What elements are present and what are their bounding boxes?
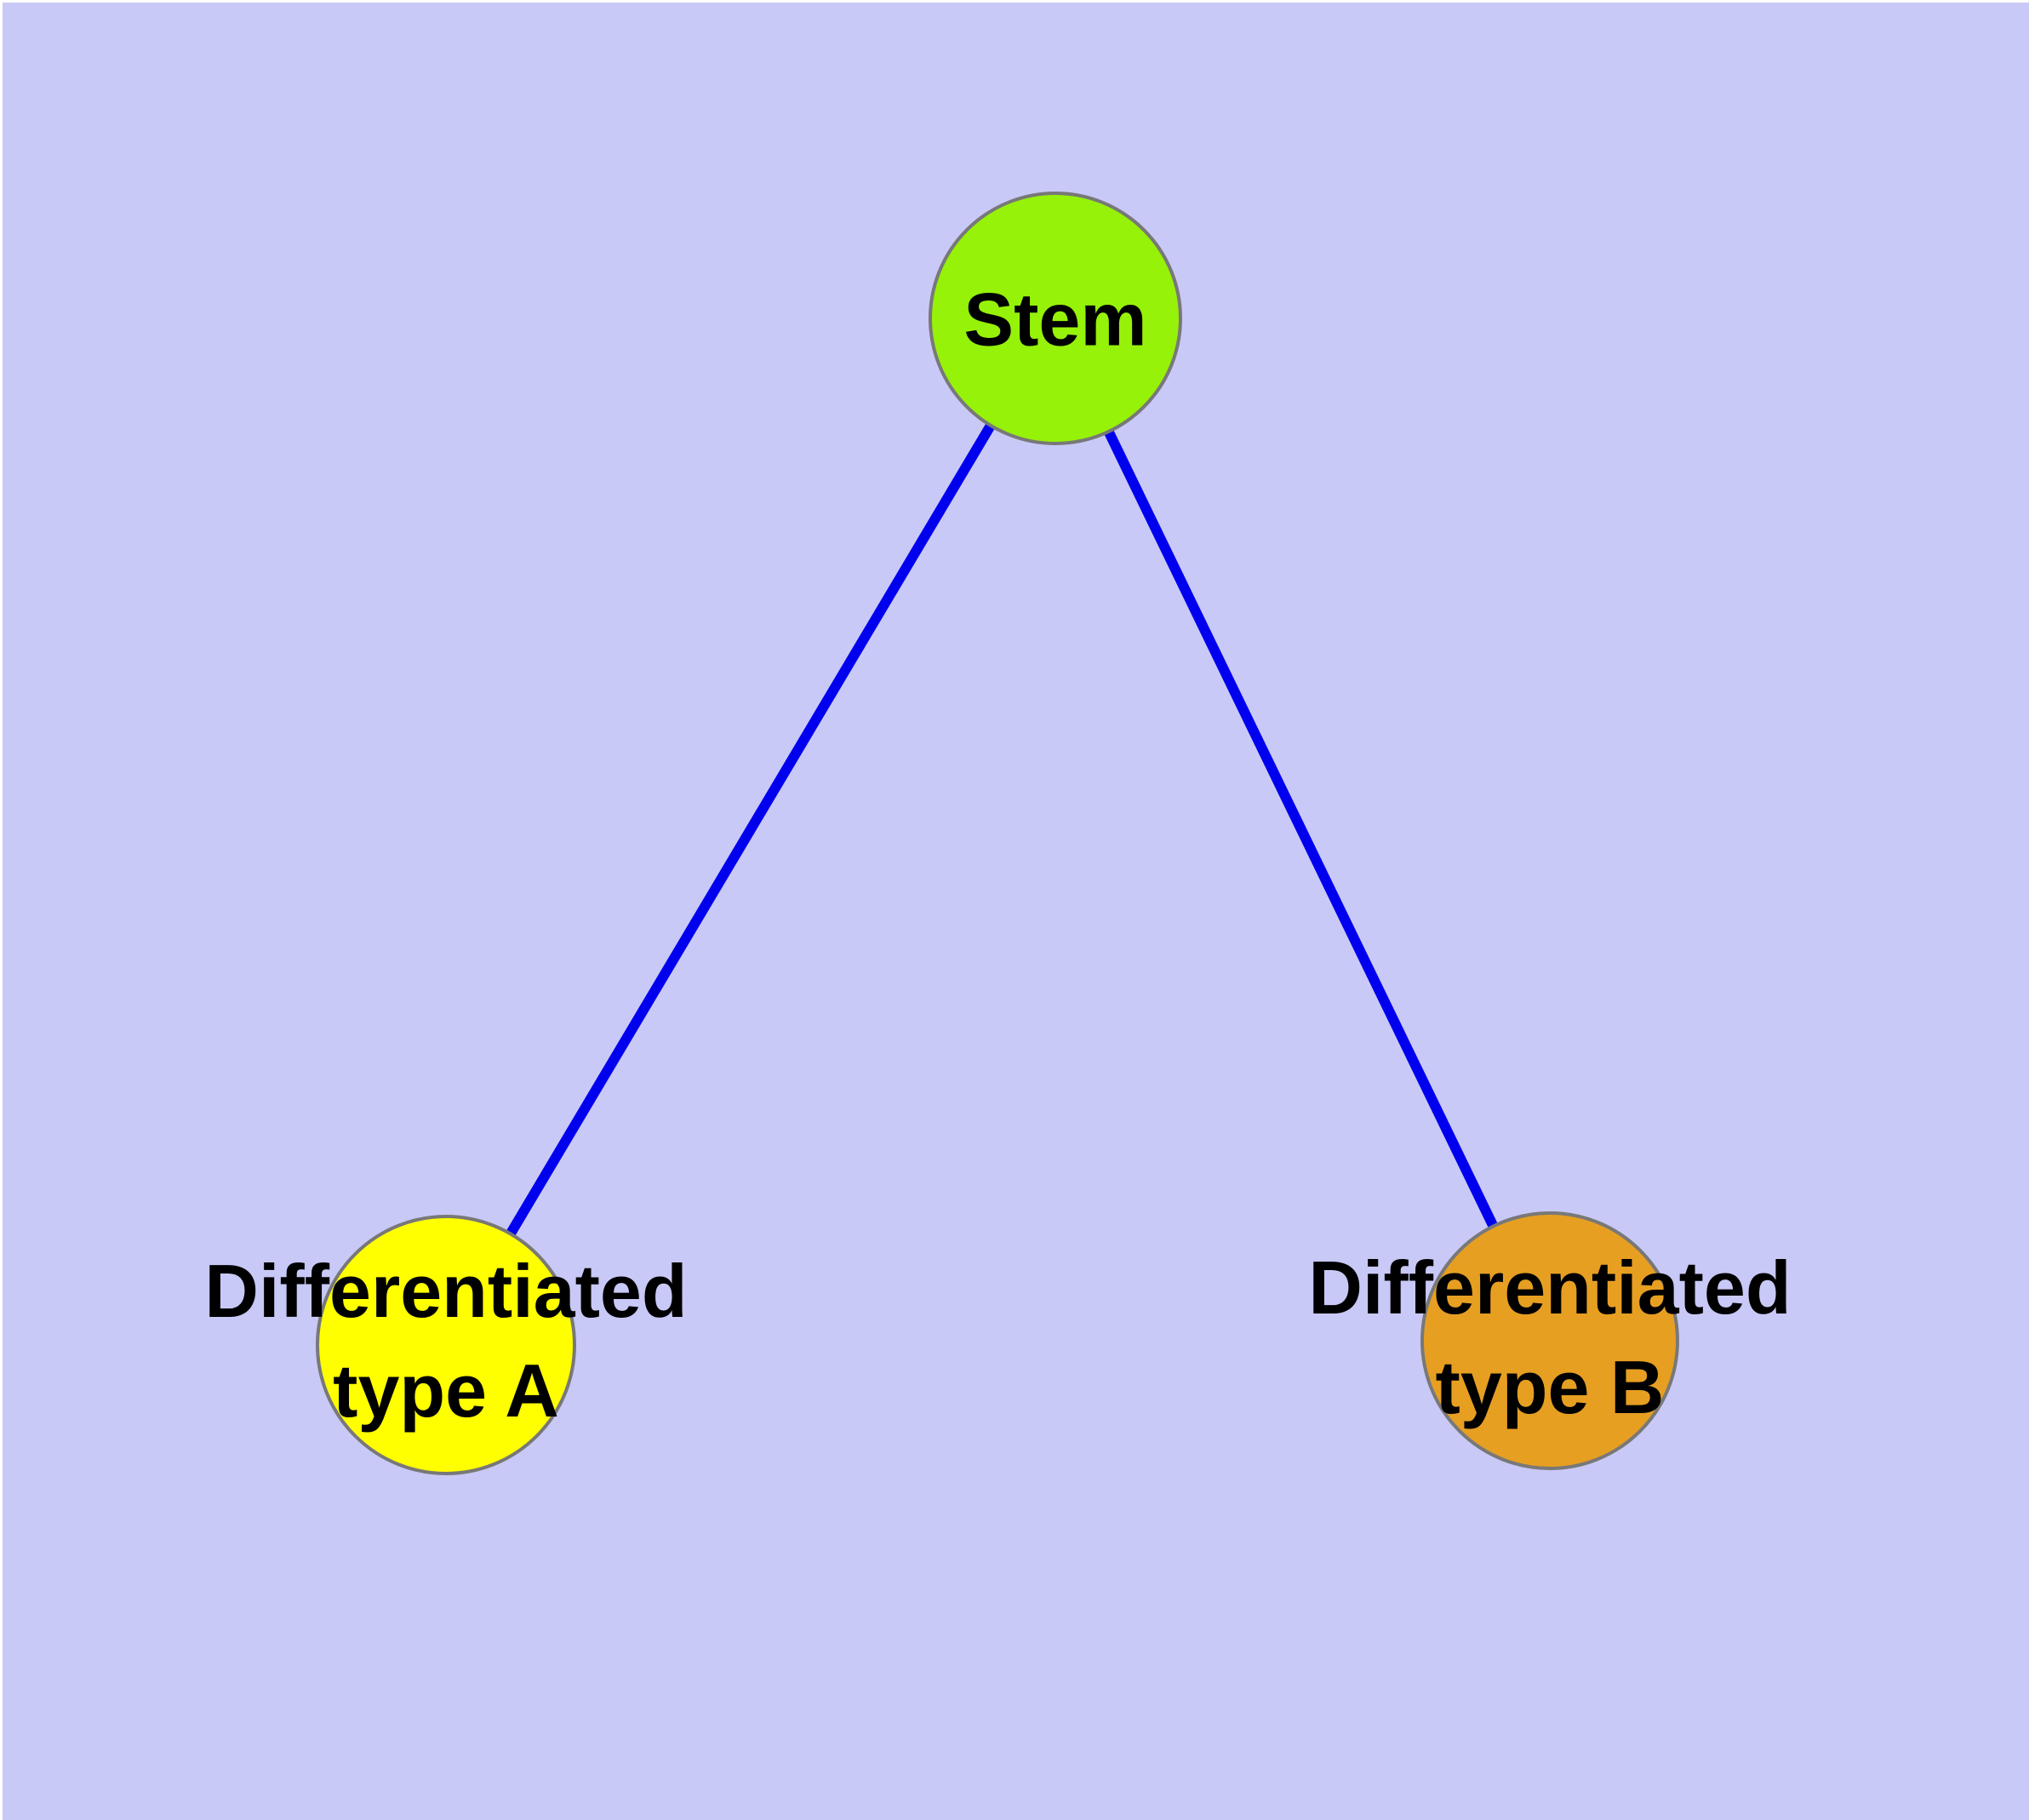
- node-differentiated-type-a-circle: [316, 1215, 576, 1475]
- edges-layer: [441, 316, 1553, 1346]
- node-differentiated-type-b-circle: [1420, 1211, 1679, 1470]
- node-stem-label: Stem: [963, 277, 1147, 362]
- node-differentiated-type-b-label: Differentiated type B: [1308, 1238, 1791, 1437]
- node-differentiated-type-a-label-line2: type A: [333, 1348, 559, 1433]
- node-differentiated-type-b-label-line1: Differentiated: [1308, 1245, 1792, 1330]
- node-stem-circle: [929, 192, 1182, 445]
- edge-stem-to-type-b: [1049, 316, 1553, 1342]
- node-differentiated-type-b-label-line2: type B: [1435, 1345, 1665, 1429]
- node-differentiated-type-a-label: Differentiated type A: [204, 1241, 687, 1440]
- node-differentiated-type-a-label-line1: Differentiated: [204, 1249, 688, 1333]
- edge-stem-to-type-a: [441, 316, 1059, 1346]
